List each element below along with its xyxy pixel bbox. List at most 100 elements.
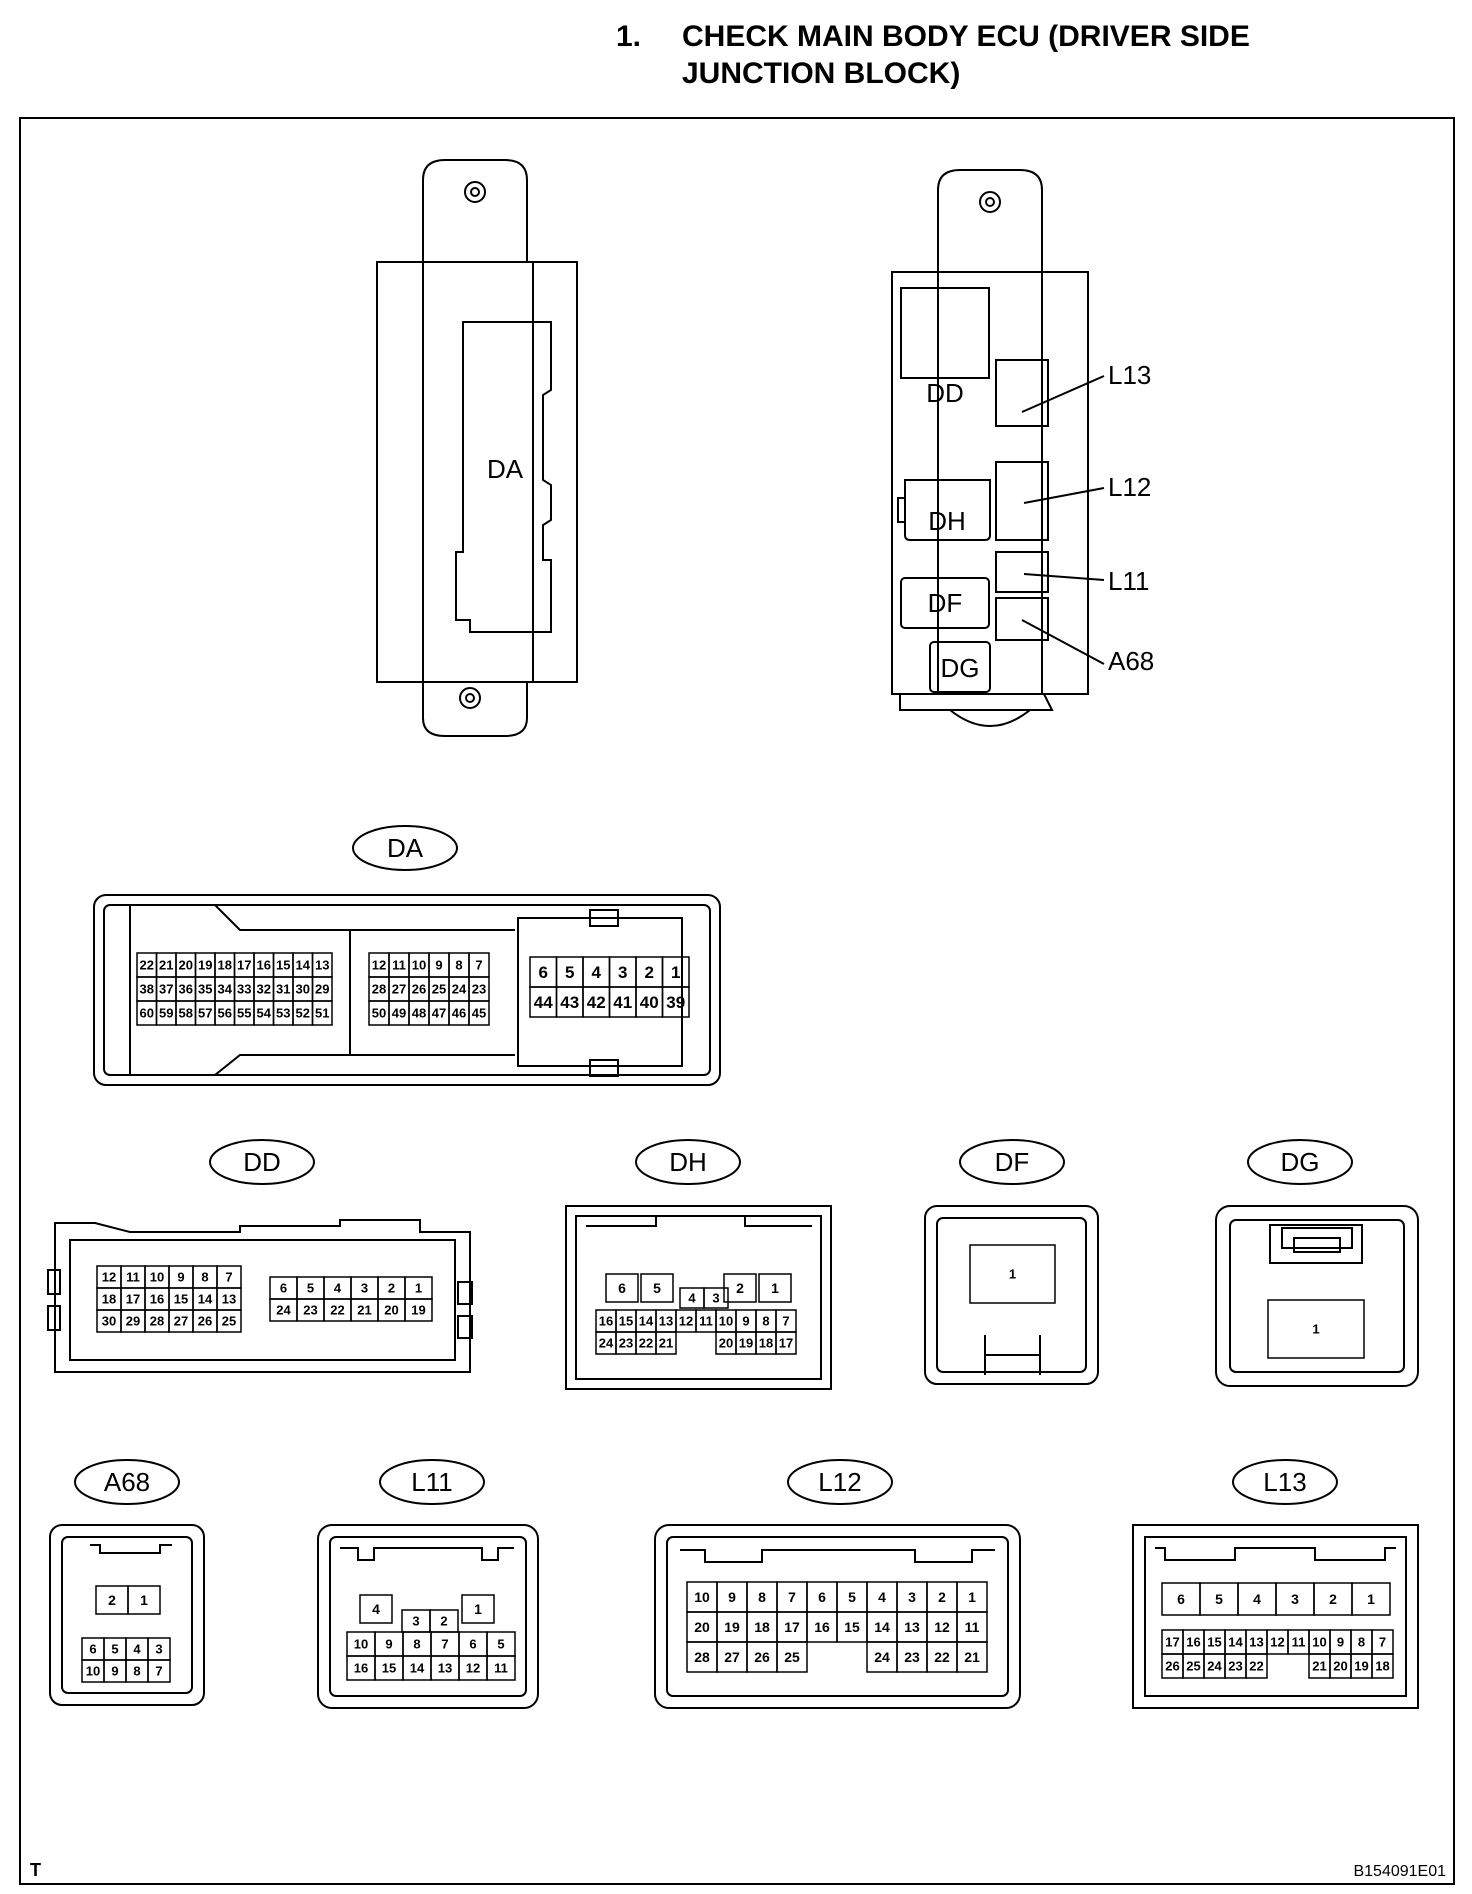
l13-pin-22-cell bbox=[1245, 1653, 1268, 1679]
dh-pin-20: 20 bbox=[719, 1336, 733, 1351]
l11-pin-3: 3 bbox=[412, 1614, 419, 1629]
da-pin-2: 2 bbox=[645, 963, 654, 982]
footer-mark: T bbox=[30, 1860, 41, 1880]
l11-pin-8: 8 bbox=[413, 1637, 420, 1652]
dd-pin-28: 28 bbox=[150, 1314, 164, 1329]
l12-pin-28: 28 bbox=[694, 1649, 710, 1665]
dh-pin-6-cell bbox=[605, 1273, 639, 1303]
oval-label-dg: DG bbox=[1281, 1147, 1320, 1177]
da-pin-11: 11 bbox=[392, 958, 406, 973]
oval-dd bbox=[209, 1139, 315, 1185]
dh-pin-9: 9 bbox=[742, 1314, 749, 1329]
dh-pin-6: 6 bbox=[618, 1280, 626, 1296]
l11-pin-14: 14 bbox=[410, 1661, 425, 1676]
da-pin-45-cell bbox=[468, 1000, 490, 1026]
da-pin-48: 48 bbox=[412, 1006, 426, 1021]
l13-pin-11: 11 bbox=[1292, 1635, 1306, 1650]
dd-pin-21: 21 bbox=[357, 1303, 371, 1318]
da-pin-51-cell bbox=[311, 1000, 333, 1026]
da-pin-53: 53 bbox=[276, 1006, 290, 1021]
dd-pin-17: 17 bbox=[126, 1292, 140, 1307]
oval-l13 bbox=[1232, 1459, 1338, 1505]
l12-pin-4: 4 bbox=[878, 1589, 886, 1605]
dd-pin-20: 20 bbox=[384, 1303, 398, 1318]
l13-pin-4: 4 bbox=[1253, 1591, 1261, 1607]
da-pin-49: 49 bbox=[392, 1006, 406, 1021]
a68-pin-9: 9 bbox=[111, 1664, 118, 1679]
connector-l11-body bbox=[317, 1524, 539, 1709]
da-pin-39: 39 bbox=[666, 993, 685, 1012]
l12-pin-21: 21 bbox=[964, 1649, 980, 1665]
da-pin-37: 37 bbox=[159, 982, 173, 997]
l12-pin-17: 17 bbox=[784, 1619, 800, 1635]
da-pin-60: 60 bbox=[140, 1006, 154, 1021]
da-pin-4: 4 bbox=[592, 963, 602, 982]
l12-pin-14: 14 bbox=[874, 1619, 890, 1635]
dh-pin-2: 2 bbox=[736, 1280, 744, 1296]
label-dd: DD bbox=[926, 378, 964, 408]
l11-pin-12: 12 bbox=[466, 1661, 480, 1676]
l12-pin-13: 13 bbox=[904, 1619, 920, 1635]
da-pin-30: 30 bbox=[296, 982, 310, 997]
oval-l11 bbox=[379, 1459, 485, 1505]
da-pin-39-cell bbox=[661, 986, 690, 1018]
l13-pin-23: 23 bbox=[1228, 1659, 1242, 1674]
df-pin-1-cell bbox=[969, 1244, 1056, 1304]
l11-pin-11: 11 bbox=[494, 1661, 508, 1676]
callout-a68: A68 bbox=[1108, 646, 1154, 676]
l13-pin-18-cell bbox=[1371, 1653, 1394, 1679]
step-title: CHECK MAIN BODY ECU (DRIVER SIDE JUNCTIO… bbox=[682, 20, 1250, 90]
dd-pin-14: 14 bbox=[198, 1292, 213, 1307]
da-pin-7: 7 bbox=[475, 958, 482, 973]
l13-pin-17: 17 bbox=[1165, 1635, 1179, 1650]
da-pin-52: 52 bbox=[296, 1006, 310, 1021]
dh-pin-2-cell bbox=[723, 1273, 757, 1303]
da-pin-23: 23 bbox=[472, 982, 486, 997]
da-pin-14: 14 bbox=[296, 958, 311, 973]
da-pin-50: 50 bbox=[372, 1006, 386, 1021]
l11-pin-11-cell bbox=[486, 1655, 516, 1681]
l12-pin-2: 2 bbox=[938, 1589, 946, 1605]
l13-pin-19: 19 bbox=[1354, 1659, 1368, 1674]
da-pin-9: 9 bbox=[435, 958, 442, 973]
figure-code: B154091E01 bbox=[1353, 1863, 1446, 1880]
l11-pin-2: 2 bbox=[440, 1614, 447, 1629]
dh-pin-5: 5 bbox=[653, 1280, 661, 1296]
da-pin-19: 19 bbox=[198, 958, 212, 973]
da-pin-17: 17 bbox=[237, 958, 251, 973]
l12-pin-1: 1 bbox=[968, 1589, 976, 1605]
l13-pin-1-cell bbox=[1351, 1582, 1391, 1616]
l11-pin-4: 4 bbox=[372, 1601, 380, 1617]
connector-df-body bbox=[924, 1205, 1099, 1385]
l12-pin-27: 27 bbox=[724, 1649, 740, 1665]
a68-pin-4: 4 bbox=[133, 1642, 141, 1657]
l11-pin-10: 10 bbox=[354, 1637, 368, 1652]
l12-pin-26: 26 bbox=[754, 1649, 770, 1665]
l12-pin-20: 20 bbox=[694, 1619, 710, 1635]
da-pin-10: 10 bbox=[412, 958, 426, 973]
dd-pin-10: 10 bbox=[150, 1270, 164, 1285]
da-pin-55: 55 bbox=[237, 1006, 251, 1021]
oval-label-dh: DH bbox=[669, 1147, 707, 1177]
da-pin-25: 25 bbox=[432, 982, 446, 997]
dh-pin-8: 8 bbox=[762, 1314, 769, 1329]
l12-pin-7: 7 bbox=[788, 1589, 796, 1605]
dd-pin-29: 29 bbox=[126, 1314, 140, 1329]
connector-l13-body bbox=[1132, 1524, 1419, 1709]
oval-label-l11: L11 bbox=[411, 1467, 452, 1497]
dd-pin-25: 25 bbox=[222, 1314, 236, 1329]
l13-pin-20: 20 bbox=[1333, 1659, 1347, 1674]
dh-pin-17-cell bbox=[775, 1331, 797, 1355]
da-pin-1: 1 bbox=[671, 963, 680, 982]
l13-pin-25: 25 bbox=[1186, 1659, 1200, 1674]
a68-pin-7: 7 bbox=[155, 1664, 162, 1679]
dd-pin-15: 15 bbox=[174, 1292, 188, 1307]
l13-pin-10: 10 bbox=[1312, 1635, 1326, 1650]
l11-pin-1: 1 bbox=[474, 1601, 482, 1617]
dh-pin-1: 1 bbox=[771, 1280, 779, 1296]
dd-pin-8: 8 bbox=[201, 1270, 208, 1285]
dh-pin-3: 3 bbox=[712, 1291, 719, 1306]
dd-pin-1: 1 bbox=[415, 1281, 422, 1296]
l11-pin-6: 6 bbox=[469, 1637, 476, 1652]
l12-pin-23: 23 bbox=[904, 1649, 920, 1665]
